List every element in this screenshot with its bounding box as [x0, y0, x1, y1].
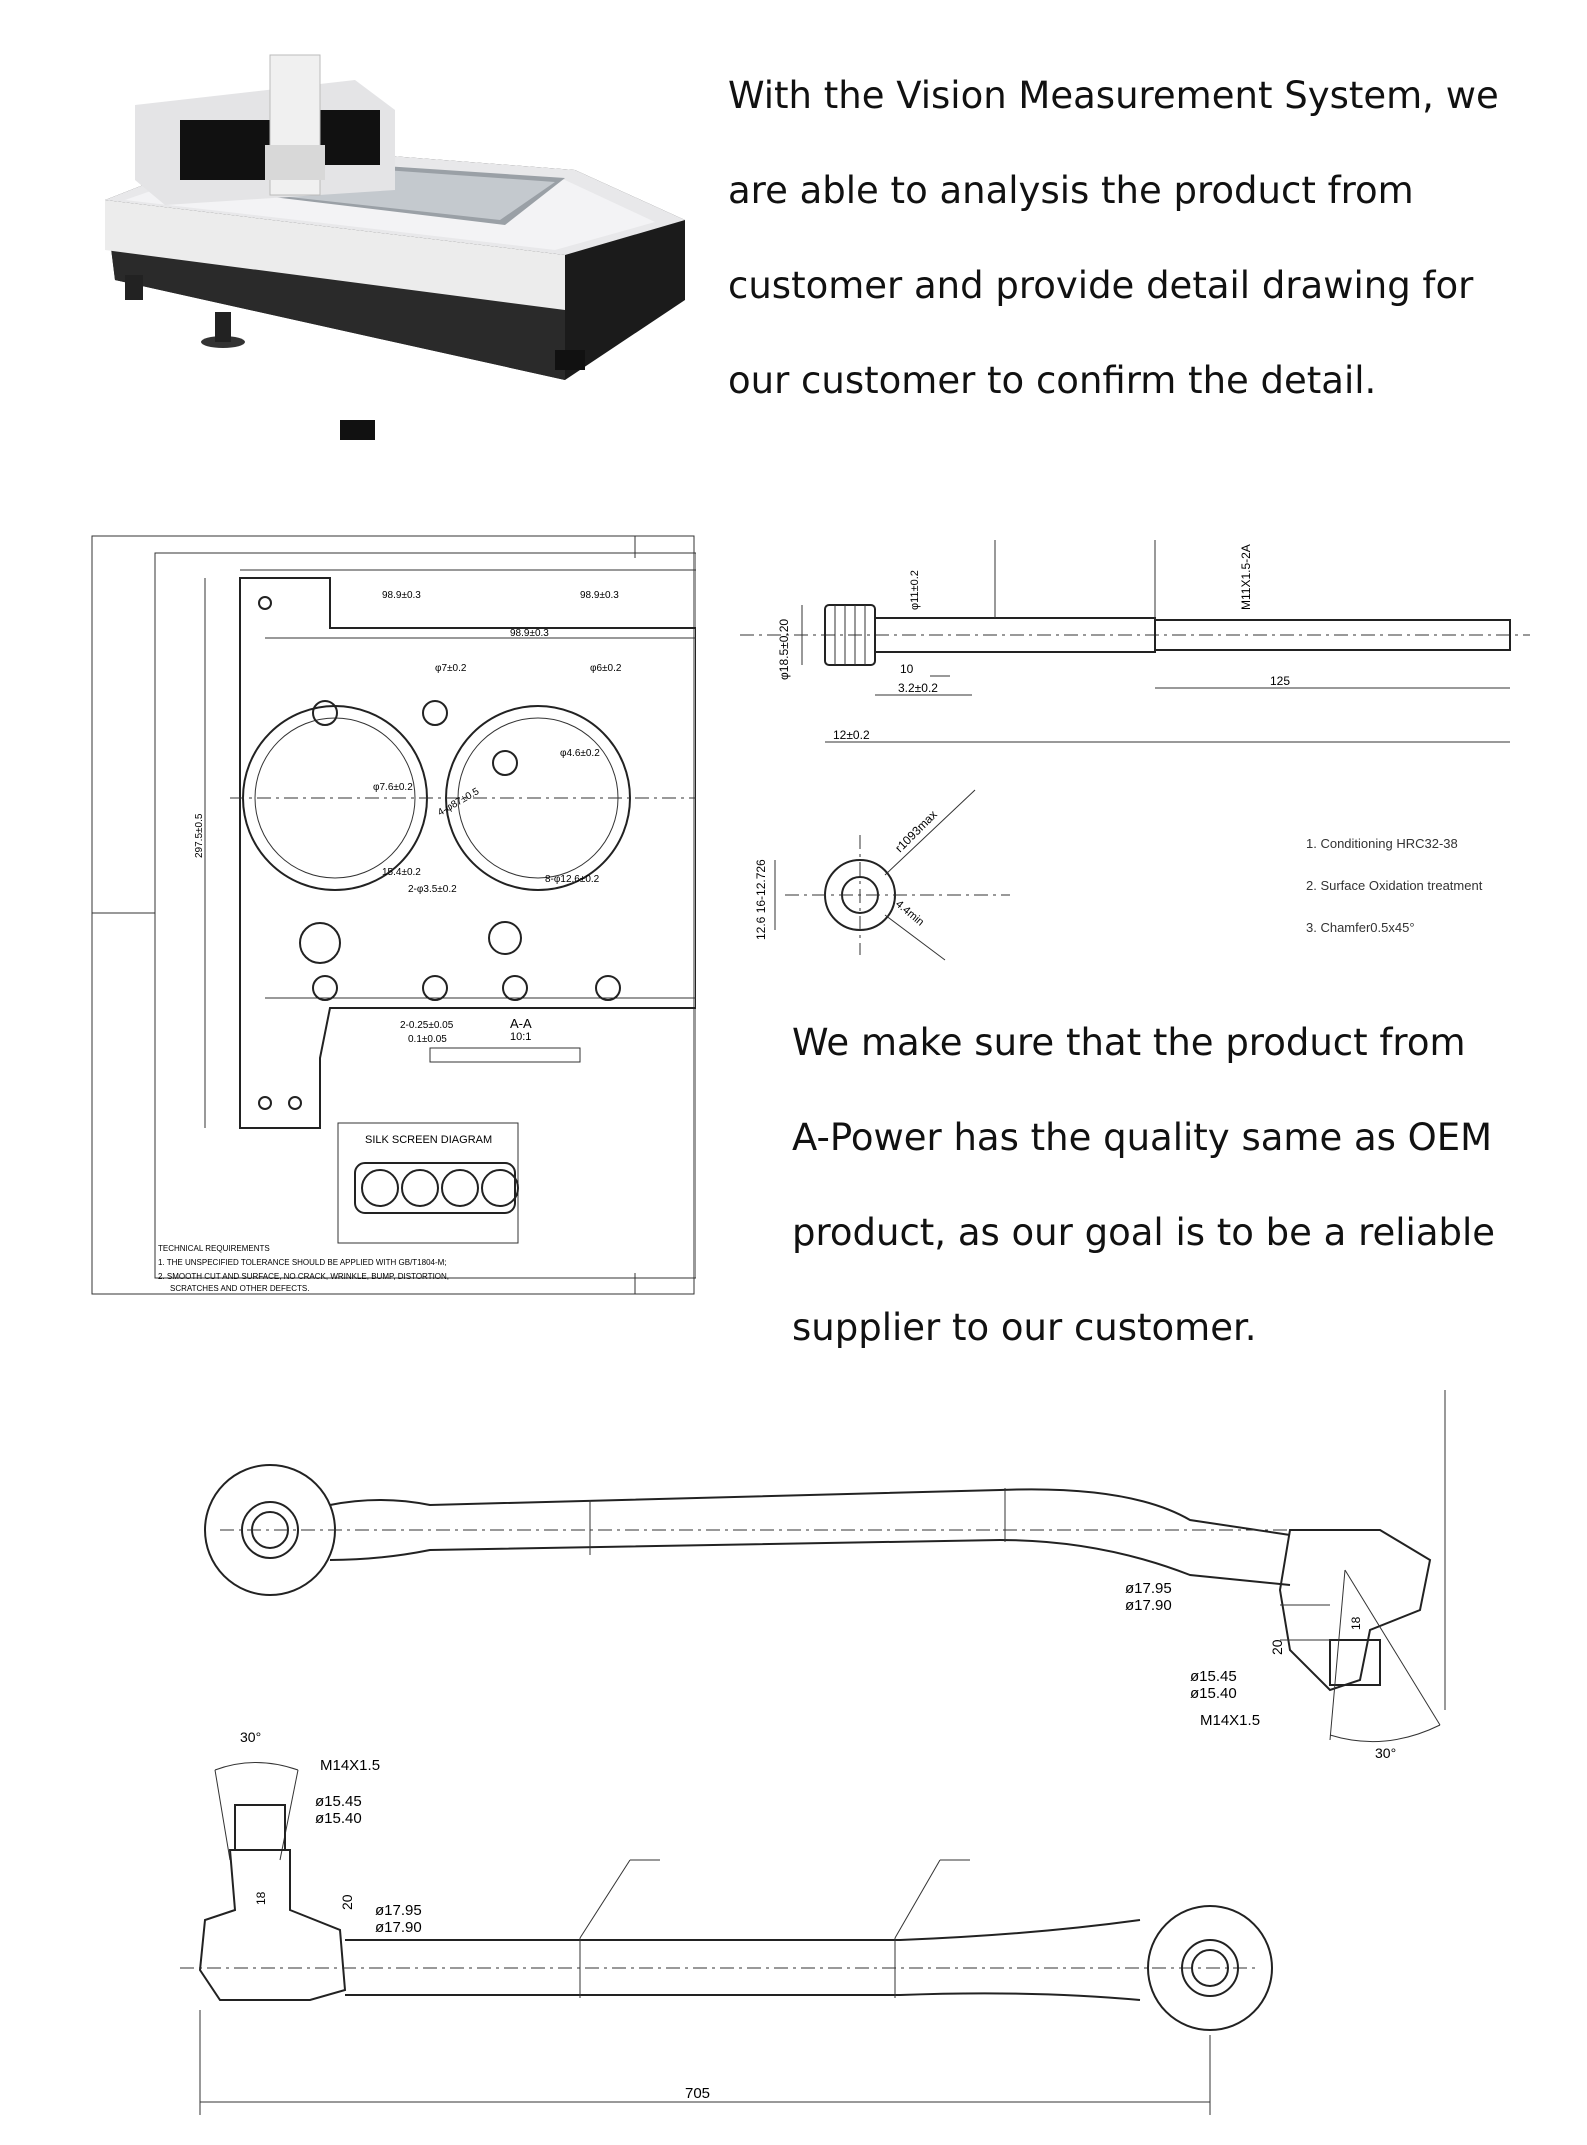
intro-line: customer and provide detail drawing for: [728, 264, 1474, 307]
width-label: 12.6 16-12.726: [754, 859, 768, 940]
diameter-label: ø17.95: [375, 1902, 422, 1919]
tech-requirements-title: TECHNICAL REQUIREMENTS: [158, 1244, 270, 1253]
diameter-label: ø15.40: [315, 1810, 362, 1827]
thread-label: M11X1.5-2A: [1239, 544, 1253, 610]
section-scale: 10:1: [510, 1031, 531, 1043]
thread-label: M14X1.5: [1200, 1712, 1260, 1729]
neck-diameter-label: φ11±0.2: [909, 570, 921, 610]
dim-label: φ7±0.2: [435, 663, 467, 674]
height-label: 18: [254, 1891, 268, 1905]
dim-label: 15.4±0.2: [382, 867, 421, 878]
intro-line: our customer to confirm the detail.: [728, 359, 1377, 402]
diameter-label: ø17.95: [1125, 1580, 1172, 1597]
quality-line: product, as our goal is to be a reliable: [792, 1211, 1496, 1254]
dim-label: 2-0.25±0.05: [400, 1020, 454, 1031]
cylinder-head-gasket-drawing: 98.9±0.3 98.9±0.3 98.9±0.3 φ7±0.2 φ6±0.2…: [91, 535, 696, 1295]
dim-125-label: 125: [1270, 674, 1290, 688]
diameter-label: ø15.40: [1190, 1685, 1237, 1702]
dim-label: φ4.6±0.2: [560, 748, 600, 759]
thread-label: M14X1.5: [320, 1757, 380, 1774]
diameter-label: ø17.90: [375, 1919, 422, 1936]
tech-requirement-line: SCRATCHES AND OTHER DEFECTS.: [170, 1284, 309, 1293]
length-label: 705: [685, 2085, 710, 2102]
quality-line: supplier to our customer.: [792, 1306, 1257, 1349]
dim-label: 297.5±0.5: [194, 813, 205, 858]
inset-title: SILK SCREEN DIAGRAM: [365, 1134, 492, 1146]
head-diameter-label: φ18.5±0.20: [777, 619, 791, 680]
intro-line: are able to analysis the product from: [728, 169, 1414, 212]
quality-line: We make sure that the product from: [792, 1021, 1466, 1064]
dim-label: 98.9±0.3: [382, 590, 421, 601]
dim-12-label: 12±0.2: [833, 728, 870, 742]
height-label: 20: [1269, 1639, 1285, 1655]
dim-label: 8-φ12.6±0.2: [545, 874, 600, 885]
bolt-notes: 1. Conditioning HRC32-38 2. Surface Oxid…: [1306, 836, 1482, 962]
dim-label: φ6±0.2: [590, 663, 622, 674]
dim-3.2-label: 3.2±0.2: [898, 681, 938, 695]
tech-requirement-line: 1. THE UNSPECIFIED TOLERANCE SHOULD BE A…: [158, 1258, 447, 1267]
bolt-drawing: M11X1.5-2A φ18.5±0.20 φ11±0.2 10 3.2±0.2…: [740, 540, 1530, 743]
dim-label: 98.9±0.3: [510, 628, 549, 639]
diameter-label: ø15.45: [1190, 1668, 1237, 1685]
quality-paragraph: We make sure that the product from A-Pow…: [792, 995, 1495, 1375]
bolt-end-view-drawing: 12.6 16-12.726 r1093max 4.4min: [754, 789, 1010, 961]
height-label: 18: [1349, 1616, 1363, 1630]
diameter-label: ø15.45: [315, 1793, 362, 1810]
quality-line: A-Power has the quality same as OEM: [792, 1116, 1493, 1159]
dim-label: 98.9±0.3: [580, 590, 619, 601]
note-line: 3. Chamfer0.5x45°: [1306, 920, 1415, 935]
intro-paragraph: With the Vision Measurement System, we a…: [728, 48, 1499, 428]
dim-label: 0.1±0.05: [408, 1034, 447, 1045]
dim-label: 2-φ3.5±0.2: [408, 884, 457, 895]
tech-requirement-line: 2. SMOOTH CUT AND SURFACE, NO CRACK, WRI…: [158, 1272, 449, 1281]
intro-line: With the Vision Measurement System, we: [728, 74, 1499, 117]
dim-10-label: 10: [900, 662, 914, 676]
section-label: A-A: [510, 1016, 532, 1031]
radius-label: r1093max: [892, 807, 940, 855]
tie-rod-drawing: ø17.95 ø17.90 20 18 ø15.45 ø15.40 M14X1.…: [180, 1390, 1446, 2115]
depth-label: 4.4min: [893, 898, 926, 928]
angle-label: 30°: [1375, 1745, 1396, 1761]
vision-measurement-machine-image: [105, 54, 685, 440]
angle-label: 30°: [240, 1729, 261, 1745]
note-line: 1. Conditioning HRC32-38: [1306, 836, 1458, 851]
diameter-label: ø17.90: [1125, 1597, 1172, 1614]
dim-label: φ7.6±0.2: [373, 782, 413, 793]
note-line: 2. Surface Oxidation treatment: [1306, 878, 1483, 893]
height-label: 20: [339, 1894, 355, 1910]
